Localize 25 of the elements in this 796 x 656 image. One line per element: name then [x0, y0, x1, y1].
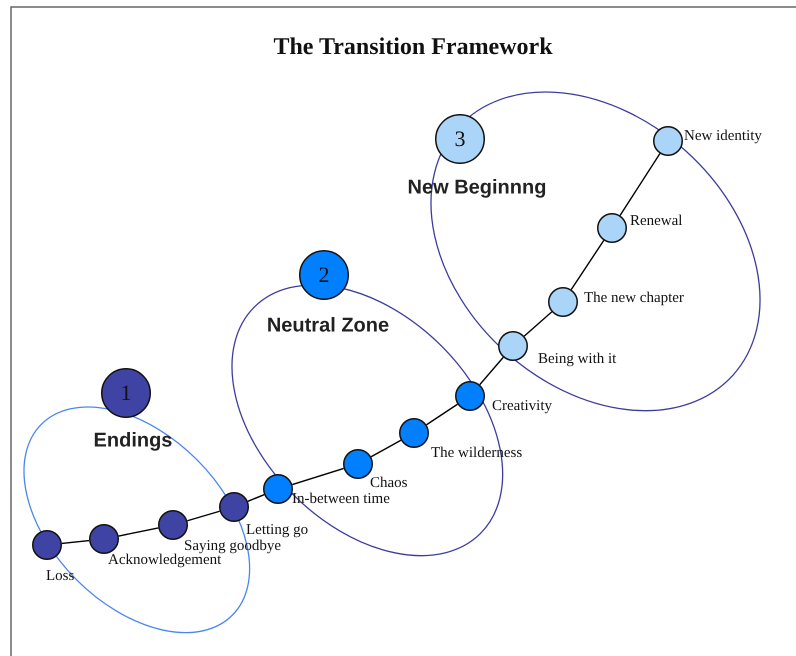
connector-line — [570, 240, 604, 290]
stage-label: New identity — [684, 128, 762, 144]
stage-label: The new chapter — [584, 290, 684, 306]
stage-label: Creativity — [492, 398, 552, 414]
diagram-title: The Transition Framework — [272, 34, 554, 61]
phase-number: 1 — [120, 382, 132, 404]
phase-number: 2 — [318, 264, 330, 286]
phase-heading: Endings — [94, 429, 172, 452]
phase-heading: Neutral Zone — [266, 314, 390, 338]
connector-line — [426, 404, 458, 426]
connector-line — [370, 440, 402, 458]
stage-label: Chaos — [370, 474, 408, 491]
connector-line — [479, 356, 504, 386]
connector-line — [62, 540, 90, 544]
connector-line — [292, 468, 344, 486]
stage-label: Being with it — [538, 351, 616, 367]
stage-label: Loss — [46, 568, 74, 584]
stage-label: Letting go — [246, 522, 308, 538]
connector-line — [118, 527, 158, 537]
stage-label: Renewal — [630, 212, 682, 229]
connector-line — [248, 494, 264, 502]
connector-line — [187, 510, 220, 522]
connector-line — [524, 311, 552, 337]
connector-line — [620, 153, 660, 216]
phase-number: 3 — [454, 128, 466, 150]
